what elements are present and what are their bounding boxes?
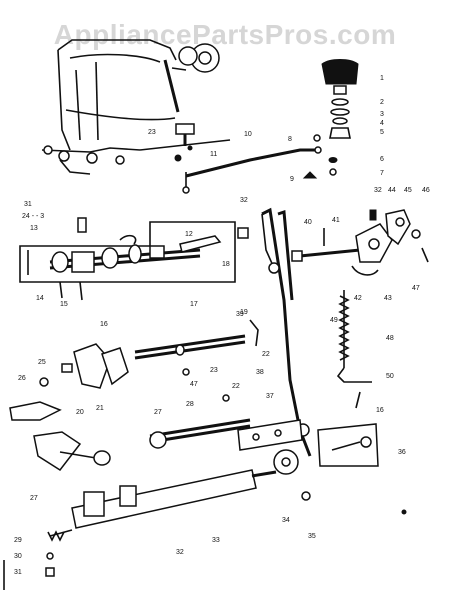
callout-44: 44 [388,187,396,194]
callout-30: 30 [14,553,22,560]
callout-34: 34 [282,517,290,524]
callout-33: 33 [212,537,220,544]
shaft-box [19,217,249,301]
lower-left-brackets [9,343,129,472]
callout-46: 46 [422,187,430,194]
callout-35: 35 [308,533,316,540]
callout-17: 17 [190,301,198,308]
bottom-shaft [3,449,407,590]
callout-16: 16 [100,321,108,328]
callout-4: 4 [380,120,384,127]
callout-45: 45 [404,187,412,194]
vertical-lever [261,207,312,457]
callout-42: 42 [354,295,362,302]
spring [336,290,372,409]
lower-shaft [149,368,251,449]
callout-3: 3 [380,111,384,118]
callout-15: 15 [60,301,68,308]
callout-39: 39 [236,311,244,318]
callout-23: 23 [210,367,218,374]
callout-29: 29 [14,537,22,544]
callout-40: 40 [304,219,312,226]
callout-5: 5 [380,129,384,136]
callout-10: 10 [244,131,252,138]
callout-22b: 22 [232,383,240,390]
lever-assembly [182,146,322,194]
callout-47: 47 [412,285,420,292]
callout-7: 7 [380,170,384,177]
callout-28: 28 [186,401,194,408]
callout-32b: 32 [374,187,382,194]
callout-38: 38 [256,369,264,376]
callout-49: 49 [330,317,338,324]
callout-24: 24 - - 3 [22,213,44,220]
callout-22a: 22 [262,351,270,358]
callout-25: 25 [38,359,46,366]
callout-27: 27 [30,495,38,502]
callout-11: 11 [210,151,217,158]
callout-37: 37 [266,393,274,400]
callout-27b: 27 [154,409,162,416]
callout-48: 48 [386,335,394,342]
callout-9: 9 [290,176,294,183]
callout-labels: 1 2 3 4 5 6 7 8 9 10 11 12 13 14 15 16 1… [14,75,430,576]
callout-50: 50 [386,373,394,380]
middle-shaft [134,319,259,360]
callout-21: 21 [96,405,104,412]
knob-assembly [321,59,359,139]
callout-23b: 23 [148,129,156,136]
callout-32c: 32 [240,197,248,204]
callout-12: 12 [185,231,193,238]
small-parts [302,134,338,179]
callout-16b: 16 [376,407,384,414]
callout-31: 31 [14,569,22,576]
callout-36: 36 [398,449,406,456]
callout-18: 18 [222,261,230,268]
callout-8: 8 [288,136,292,143]
callout-26: 26 [18,375,26,382]
watermark-text: AppliancePartsPros.com [54,19,396,50]
right-bracket-assembly [291,209,429,276]
callout-32: 32 [176,549,184,556]
callout-31b: 31 [24,201,32,208]
arm-assembly [41,39,231,175]
callout-13: 13 [30,225,38,232]
callout-19: 19 [240,309,248,316]
callout-14: 14 [36,295,44,302]
callout-43: 43 [384,295,392,302]
callout-2: 2 [380,99,384,106]
callout-20: 20 [76,409,84,416]
callout-6: 6 [380,156,384,163]
callout-47b: 47 [190,381,198,388]
callout-41: 41 [332,217,340,224]
callout-1: 1 [380,75,384,82]
bracket-plates [237,419,379,467]
